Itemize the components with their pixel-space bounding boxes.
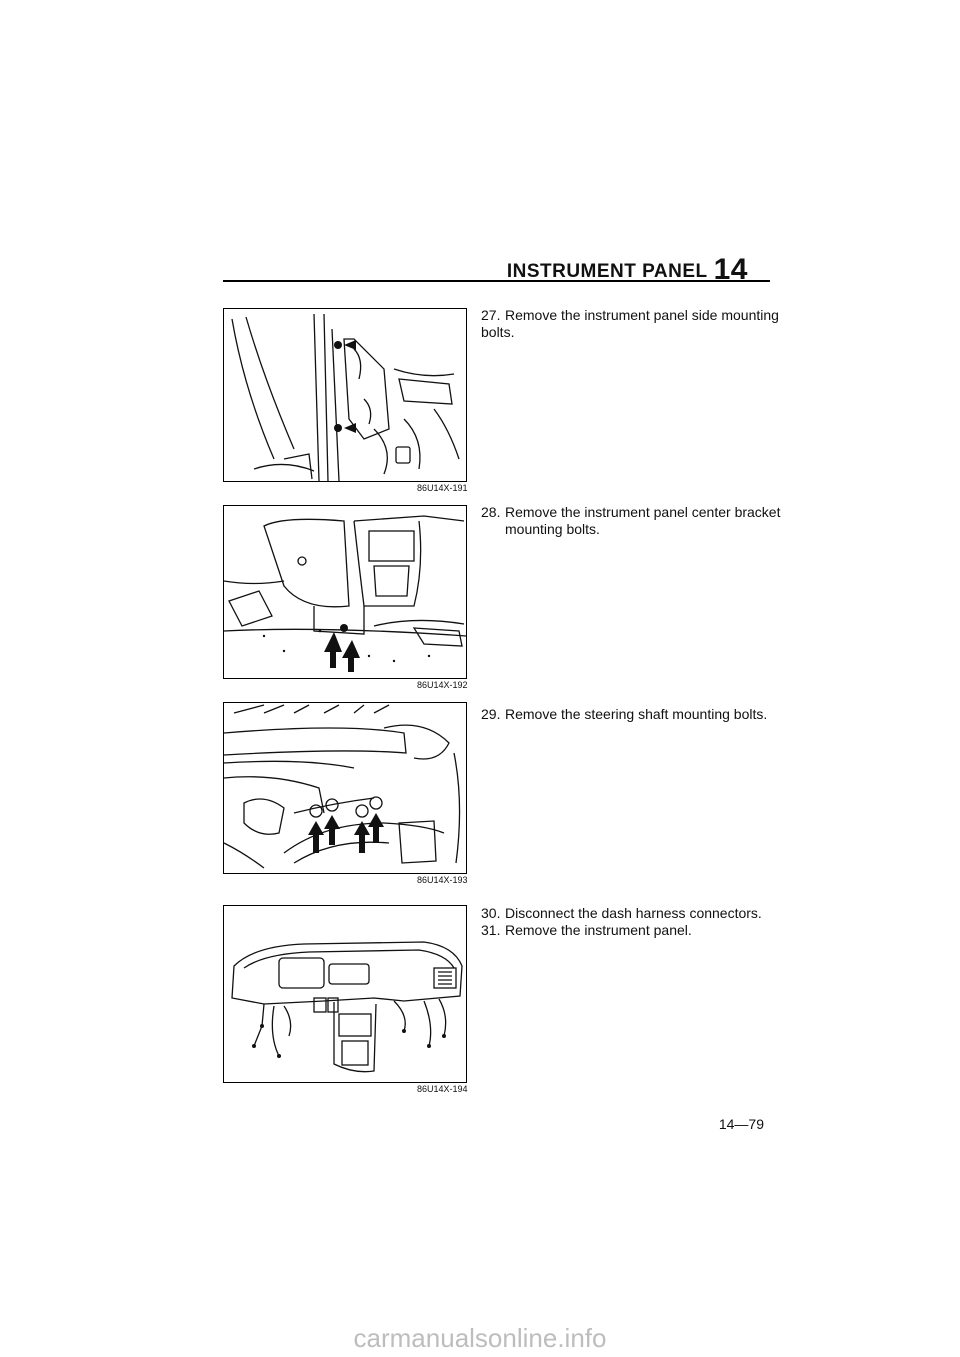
- step-31: 31.Remove the instrument panel.: [481, 922, 781, 939]
- step-number: 31.: [481, 922, 501, 938]
- steering-shaft-illustration: [224, 704, 461, 869]
- figure-caption: 86U14X-192: [417, 680, 468, 690]
- step-number: 28.: [481, 504, 501, 520]
- step-text: Remove the instrument panel center brack…: [505, 504, 781, 520]
- step-text: Disconnect the dash harness connectors.: [505, 905, 762, 921]
- step-text: Remove the steering shaft mounting bolts…: [505, 706, 768, 722]
- step-number: 29.: [481, 706, 501, 722]
- step-text: Remove the instrument panel.: [505, 922, 692, 938]
- center-bracket-illustration: [224, 515, 466, 672]
- figure-center-bracket-bolts: [223, 505, 467, 679]
- figure-instrument-panel: [223, 905, 467, 1083]
- step-28: 28.Remove the instrument panel center br…: [481, 504, 781, 538]
- figure-caption: 86U14X-193: [417, 875, 468, 885]
- step-27: 27.Remove the instrument panel side moun…: [481, 307, 781, 341]
- step-number: 27.: [481, 307, 501, 323]
- section-title-text: INSTRUMENT PANEL: [506, 261, 708, 282]
- page-number: 14—79: [718, 1116, 764, 1132]
- figure-side-mounting-bolts: [223, 308, 467, 482]
- figure-steering-shaft-bolts: [223, 702, 467, 874]
- step-29: 29.Remove the steering shaft mounting bo…: [481, 706, 781, 723]
- side-bolts-illustration: [231, 313, 460, 481]
- figure-caption: 86U14X-191: [417, 483, 468, 493]
- step-text-continuation: mounting bolts.: [505, 521, 600, 537]
- step-30: 30.Disconnect the dash harness connector…: [481, 905, 781, 922]
- watermark: carmanualsonline.info: [353, 1323, 607, 1353]
- header-rule: [223, 280, 770, 282]
- step-text: Remove the instrument panel side mountin…: [481, 307, 779, 340]
- instrument-panel-illustration: [231, 941, 463, 1073]
- step-number: 30.: [481, 905, 501, 921]
- figure-caption: 86U14X-194: [417, 1084, 468, 1094]
